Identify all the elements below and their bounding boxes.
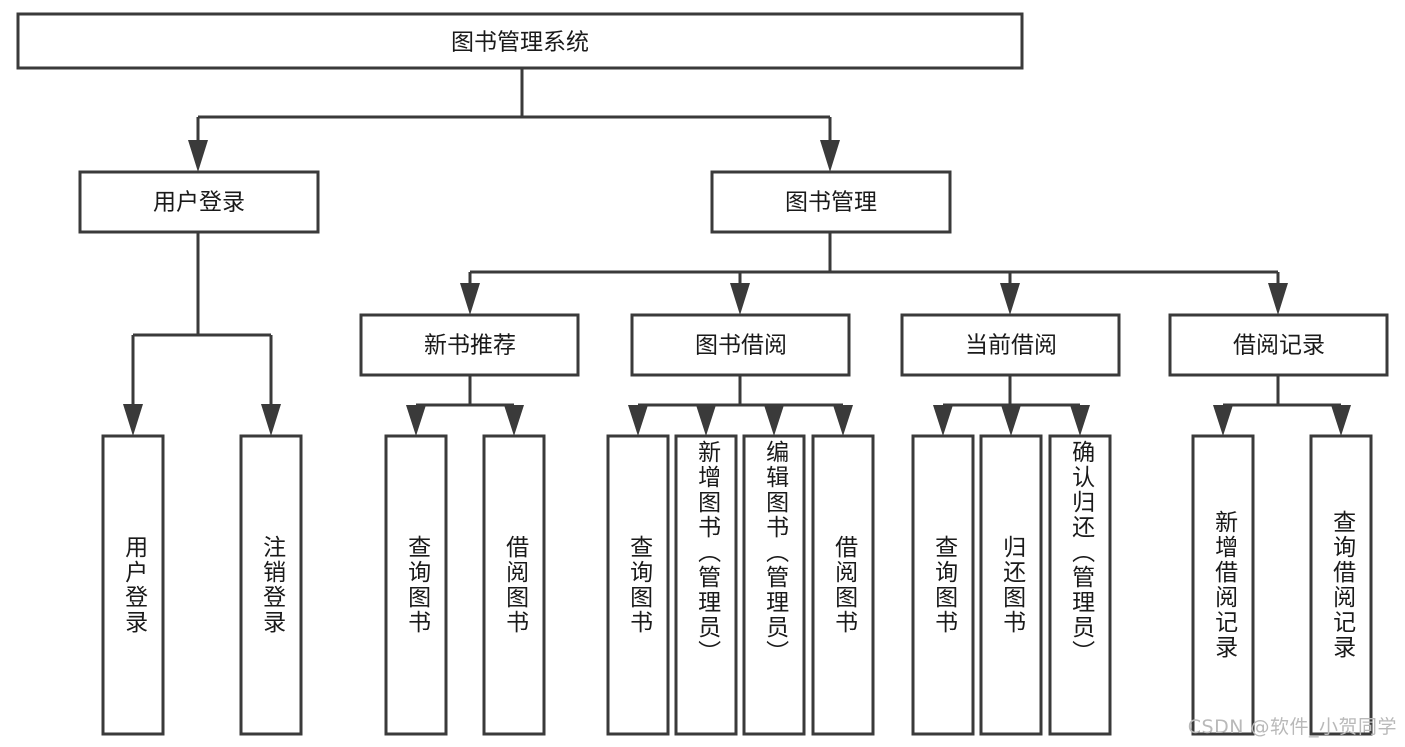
arrow-head-icon xyxy=(261,404,281,436)
node-box xyxy=(78,170,320,234)
arrow-head-icon xyxy=(188,140,208,172)
node-box xyxy=(630,313,851,377)
node-root-book-management-system[interactable]: 图书管理系统 xyxy=(16,12,1024,70)
leaf-box-query-book-2[interactable] xyxy=(606,434,670,736)
node-book-management[interactable]: 图书管理 xyxy=(710,170,952,234)
leaf-box-edit-book[interactable] xyxy=(742,434,806,736)
connector-book-borrow-to-leaves xyxy=(628,375,853,436)
node-label: 用户登录 xyxy=(153,190,245,216)
leaf-box-confirm-return[interactable] xyxy=(1048,434,1112,736)
connector-new-book-recommend-to-leaves xyxy=(406,375,524,436)
arrow-head-icon xyxy=(696,405,716,436)
leaf-box-add-record[interactable] xyxy=(1191,434,1255,736)
node-user-login[interactable]: 用户登录 xyxy=(78,170,320,234)
arrow-head-icon xyxy=(1213,405,1233,436)
node-book-borrow[interactable]: 图书借阅 xyxy=(630,313,851,377)
arrow-head-icon xyxy=(123,404,143,436)
arrow-head-icon xyxy=(764,405,784,436)
arrow-head-icon xyxy=(833,405,853,436)
node-box xyxy=(710,170,952,234)
connector-user-login-to-leaves xyxy=(123,232,281,436)
leaf-box-add-book[interactable] xyxy=(674,434,738,736)
node-box xyxy=(359,313,580,377)
arrow-head-icon xyxy=(460,283,480,315)
arrow-head-icon xyxy=(1000,283,1020,315)
connector-book-management-to-level3 xyxy=(460,232,1288,315)
arrow-head-icon xyxy=(1070,405,1090,436)
node-label: 图书管理 xyxy=(785,190,877,216)
watermark-text: CSDN @软件_小贺同学 xyxy=(1187,716,1397,738)
leaf-box-borrow-book-2[interactable] xyxy=(811,434,875,736)
node-box xyxy=(1168,313,1389,377)
arrow-head-icon xyxy=(628,405,648,436)
arrow-head-icon xyxy=(933,405,953,436)
node-label: 当前借阅 xyxy=(965,333,1057,359)
node-label: 图书借阅 xyxy=(695,333,787,359)
node-current-borrow[interactable]: 当前借阅 xyxy=(900,313,1121,377)
connector-current-borrow-to-leaves xyxy=(933,375,1090,436)
leaf-box-query-book-1[interactable] xyxy=(384,434,448,736)
arrow-head-icon xyxy=(504,405,524,436)
leaf-box-borrow-book-1[interactable] xyxy=(482,434,546,736)
arrow-head-icon xyxy=(1331,405,1351,436)
node-label: 借阅记录 xyxy=(1233,333,1325,359)
leaf-box-query-record[interactable] xyxy=(1309,434,1373,736)
leaf-box-logout-login[interactable] xyxy=(239,434,303,736)
arrow-head-icon xyxy=(820,140,840,172)
arrow-head-icon xyxy=(406,405,426,436)
leaf-box-user-login[interactable] xyxy=(101,434,165,736)
node-box xyxy=(900,313,1121,377)
connector-borrow-record-to-leaves xyxy=(1213,375,1351,436)
connector-root-to-level2 xyxy=(188,68,840,172)
leaf-box-return-book[interactable] xyxy=(979,434,1043,736)
node-box xyxy=(16,12,1024,70)
leaf-box-query-book-3[interactable] xyxy=(911,434,975,736)
node-label: 图书管理系统 xyxy=(451,30,589,56)
arrow-head-icon xyxy=(730,283,750,315)
node-new-book-recommend[interactable]: 新书推荐 xyxy=(359,313,580,377)
node-borrow-record[interactable]: 借阅记录 xyxy=(1168,313,1389,377)
arrow-head-icon xyxy=(1001,405,1021,436)
node-label: 新书推荐 xyxy=(424,333,516,359)
arrow-head-icon xyxy=(1268,283,1288,315)
